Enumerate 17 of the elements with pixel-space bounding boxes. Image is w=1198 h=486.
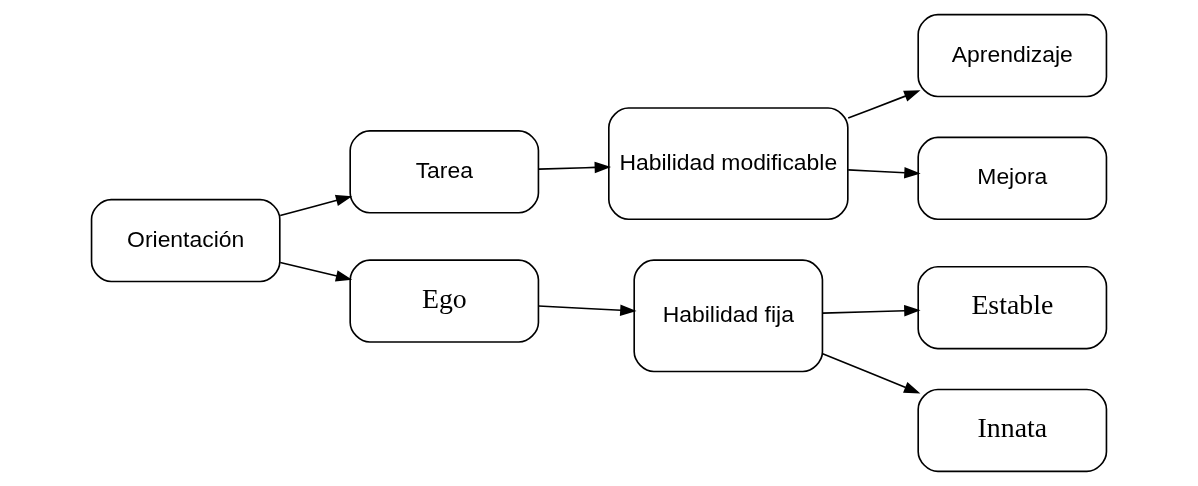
node-box: Innata [917, 388, 1108, 473]
arrow [279, 261, 353, 282]
arrow [537, 161, 612, 174]
node-box: Orientación [90, 198, 281, 283]
arrow [847, 167, 921, 179]
node-box: Estable [917, 265, 1108, 350]
arrow [821, 305, 921, 317]
node-box: Aprendizaje [917, 13, 1108, 98]
node-box: Habilidad fija [633, 259, 824, 373]
node-box: Habilidad modificable [608, 107, 849, 221]
arrow [537, 304, 637, 316]
node-box: Tarea [349, 130, 540, 214]
node-box: Ego [349, 259, 540, 343]
node-box: Mejora [917, 136, 1108, 221]
arrow [847, 90, 921, 119]
arrow [821, 352, 921, 394]
arrow [279, 194, 353, 217]
